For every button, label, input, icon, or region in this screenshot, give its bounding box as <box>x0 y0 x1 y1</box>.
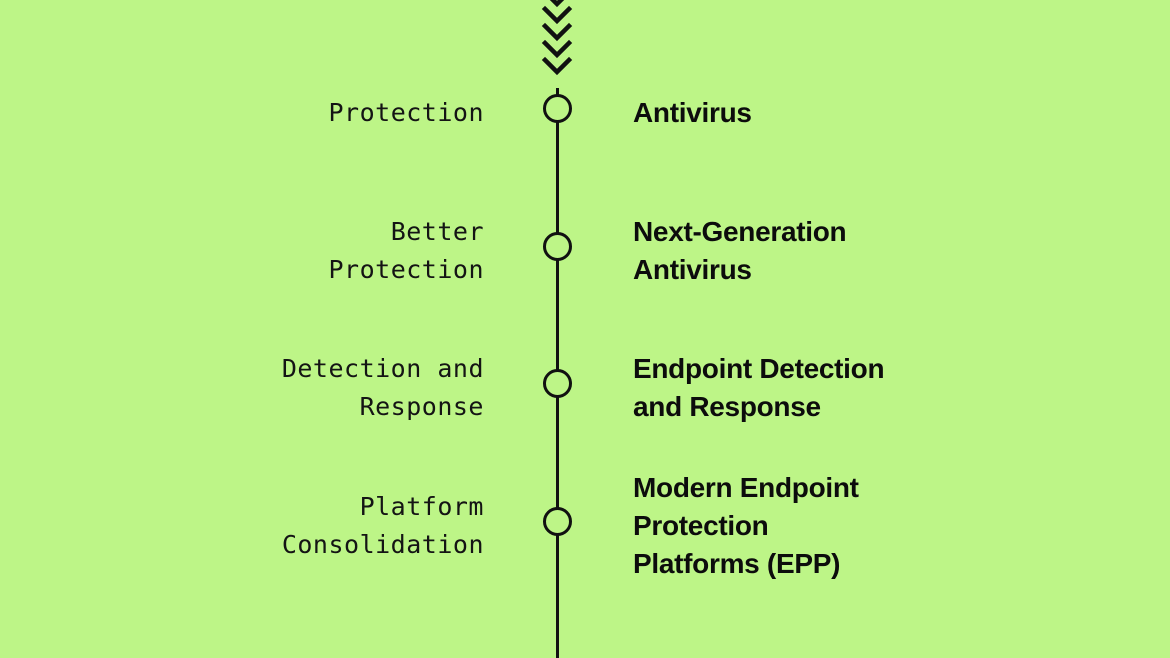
chevron-down-icon <box>533 54 581 80</box>
chevron-down-icon <box>533 37 581 63</box>
chevron-down-stack <box>533 0 581 90</box>
chevron-down-icon <box>533 3 581 29</box>
chevron-down-icon <box>533 20 581 46</box>
circle-node-icon <box>543 94 572 123</box>
stage-label-3: Detection and Response <box>281 354 484 421</box>
stage-tech-name-2: Next-Generation Antivirus <box>633 216 847 285</box>
stage-label-1: Protection <box>328 98 484 127</box>
stage-label-4: Platform Consolidation <box>281 492 484 559</box>
stage-tech-name-3: Endpoint Detection and Response <box>633 353 885 422</box>
stage-tech-name-4: Modern Endpoint Protection Platforms (EP… <box>633 472 859 579</box>
stage-tech-name-1: Antivirus <box>633 97 752 128</box>
circle-node-icon <box>543 369 572 398</box>
chevron-down-icon <box>533 0 581 12</box>
stage-label-2: Better Protection <box>328 217 484 284</box>
circle-node-icon <box>543 232 572 261</box>
circle-node-icon <box>543 507 572 536</box>
